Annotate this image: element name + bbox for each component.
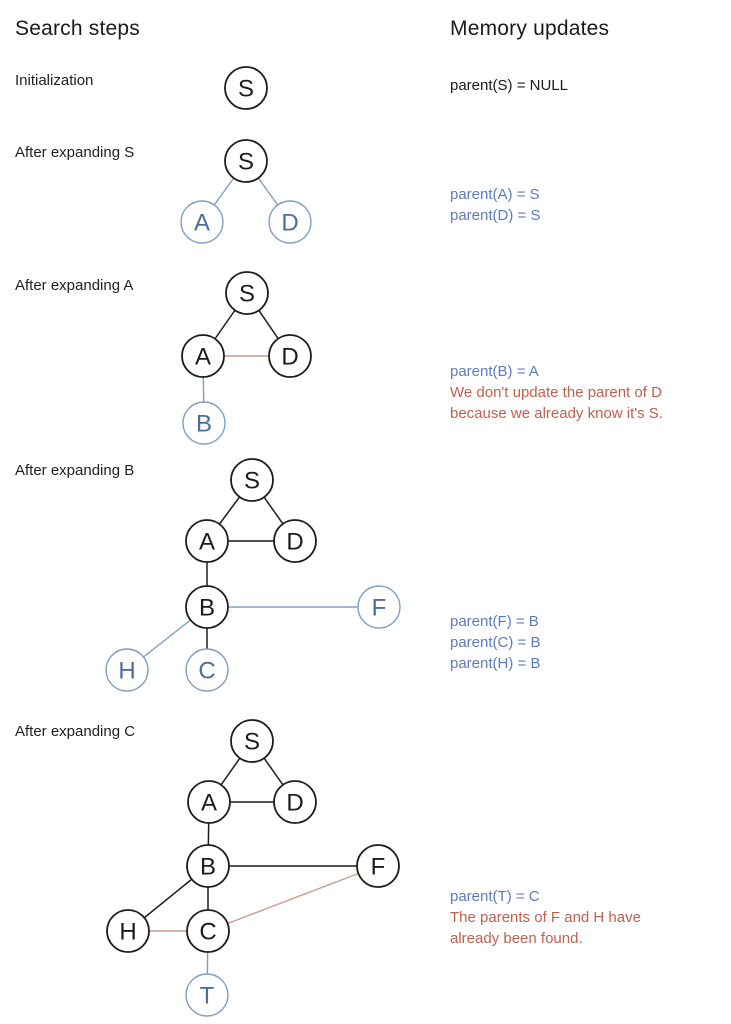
node-circle-B [185, 585, 229, 629]
step-label-after-expanding-a: After expanding A [15, 277, 134, 294]
node-S: S [230, 458, 274, 502]
node-label-A: A [194, 210, 210, 237]
node-F: F [356, 844, 400, 888]
node-circle-C [185, 648, 229, 692]
node-label-B: B [200, 854, 216, 881]
node-D: D [268, 200, 312, 244]
node-circle-F [356, 844, 400, 888]
node-label-B: B [196, 411, 212, 438]
node-circle-A [185, 519, 229, 563]
memory-update-block-3: parent(B) = A We don't update the parent… [450, 361, 663, 424]
node-label-S: S [238, 76, 254, 103]
node-label-D: D [286, 529, 303, 556]
node-H: H [106, 909, 150, 953]
node-circle-D [273, 780, 317, 824]
node-circle-B [182, 401, 226, 445]
memory-update-block-4: parent(F) = B parent(C) = B parent(H) = … [450, 611, 540, 674]
column-header-search-steps: Search steps [15, 17, 140, 40]
memory-line: parent(T) = C [450, 888, 540, 905]
node-circle-S [224, 139, 268, 183]
memory-line: The parents of F and H have [450, 909, 641, 926]
step-label-after-expanding-c: After expanding C [15, 723, 136, 740]
node-circle-D [273, 519, 317, 563]
column-header-memory-updates: Memory updates [450, 17, 610, 40]
node-label-S: S [238, 149, 254, 176]
node-circle-D [268, 200, 312, 244]
node-label-A: A [199, 529, 215, 556]
node-A: A [185, 519, 229, 563]
step-label-after-expanding-b: After expanding B [15, 462, 135, 479]
node-circle-H [106, 909, 150, 953]
memory-line: because we already know it's S. [450, 405, 663, 422]
node-label-H: H [119, 919, 136, 946]
memory-line: parent(F) = B [450, 613, 539, 630]
node-circle-F [357, 585, 401, 629]
memory-line: already been found. [450, 930, 583, 947]
node-circle-S [225, 271, 269, 315]
node-D: D [273, 780, 317, 824]
node-circle-A [181, 334, 225, 378]
node-label-A: A [201, 790, 217, 817]
node-label-S: S [244, 468, 260, 495]
node-label-B: B [199, 595, 215, 622]
memory-update-block-1: parent(S) = NULL [450, 75, 568, 96]
node-H: H [105, 648, 149, 692]
node-C: C [185, 648, 229, 692]
node-B: B [186, 844, 230, 888]
node-circle-H [105, 648, 149, 692]
node-S: S [224, 66, 268, 110]
step-label-initialization: Initialization [15, 72, 94, 89]
memory-line: We don't update the parent of D [450, 384, 662, 401]
node-label-C: C [198, 658, 215, 685]
node-label-F: F [372, 595, 387, 622]
node-B: B [185, 585, 229, 629]
node-circle-D [268, 334, 312, 378]
node-D: D [273, 519, 317, 563]
node-label-F: F [371, 854, 386, 881]
node-label-H: H [118, 658, 135, 685]
node-label-D: D [286, 790, 303, 817]
node-C: C [186, 909, 230, 953]
node-label-D: D [281, 344, 298, 371]
node-T: T [185, 973, 229, 1017]
node-A: A [180, 200, 224, 244]
node-circle-C [186, 909, 230, 953]
memory-line: parent(H) = B [450, 655, 541, 672]
node-label-C: C [199, 919, 216, 946]
memory-line: parent(B) = A [450, 363, 539, 380]
node-circle-S [230, 458, 274, 502]
node-label-D: D [281, 210, 298, 237]
node-circle-A [187, 780, 231, 824]
node-circle-B [186, 844, 230, 888]
node-D: D [268, 334, 312, 378]
node-label-S: S [239, 281, 255, 308]
node-circle-A [180, 200, 224, 244]
memory-line: parent(C) = B [450, 634, 541, 651]
memory-line: parent(D) = S [450, 207, 541, 224]
node-A: A [181, 334, 225, 378]
memory-line: parent(A) = S [450, 186, 540, 203]
edge-C-F [207, 865, 379, 932]
node-A: A [187, 780, 231, 824]
node-S: S [224, 139, 268, 183]
node-S: S [225, 271, 269, 315]
node-F: F [357, 585, 401, 629]
node-label-S: S [244, 729, 260, 756]
node-label-A: A [195, 344, 211, 371]
step-label-after-expanding-s: After expanding S [15, 144, 135, 161]
node-B: B [182, 401, 226, 445]
node-circle-T [185, 973, 229, 1017]
node-S: S [230, 719, 274, 763]
node-label-T: T [200, 983, 215, 1010]
memory-update-block-5: parent(T) = C The parents of F and H hav… [450, 886, 641, 949]
node-circle-S [230, 719, 274, 763]
node-circle-S [224, 66, 268, 110]
memory-line: parent(S) = NULL [450, 77, 568, 94]
memory-update-block-2: parent(A) = S parent(D) = S [450, 184, 540, 226]
